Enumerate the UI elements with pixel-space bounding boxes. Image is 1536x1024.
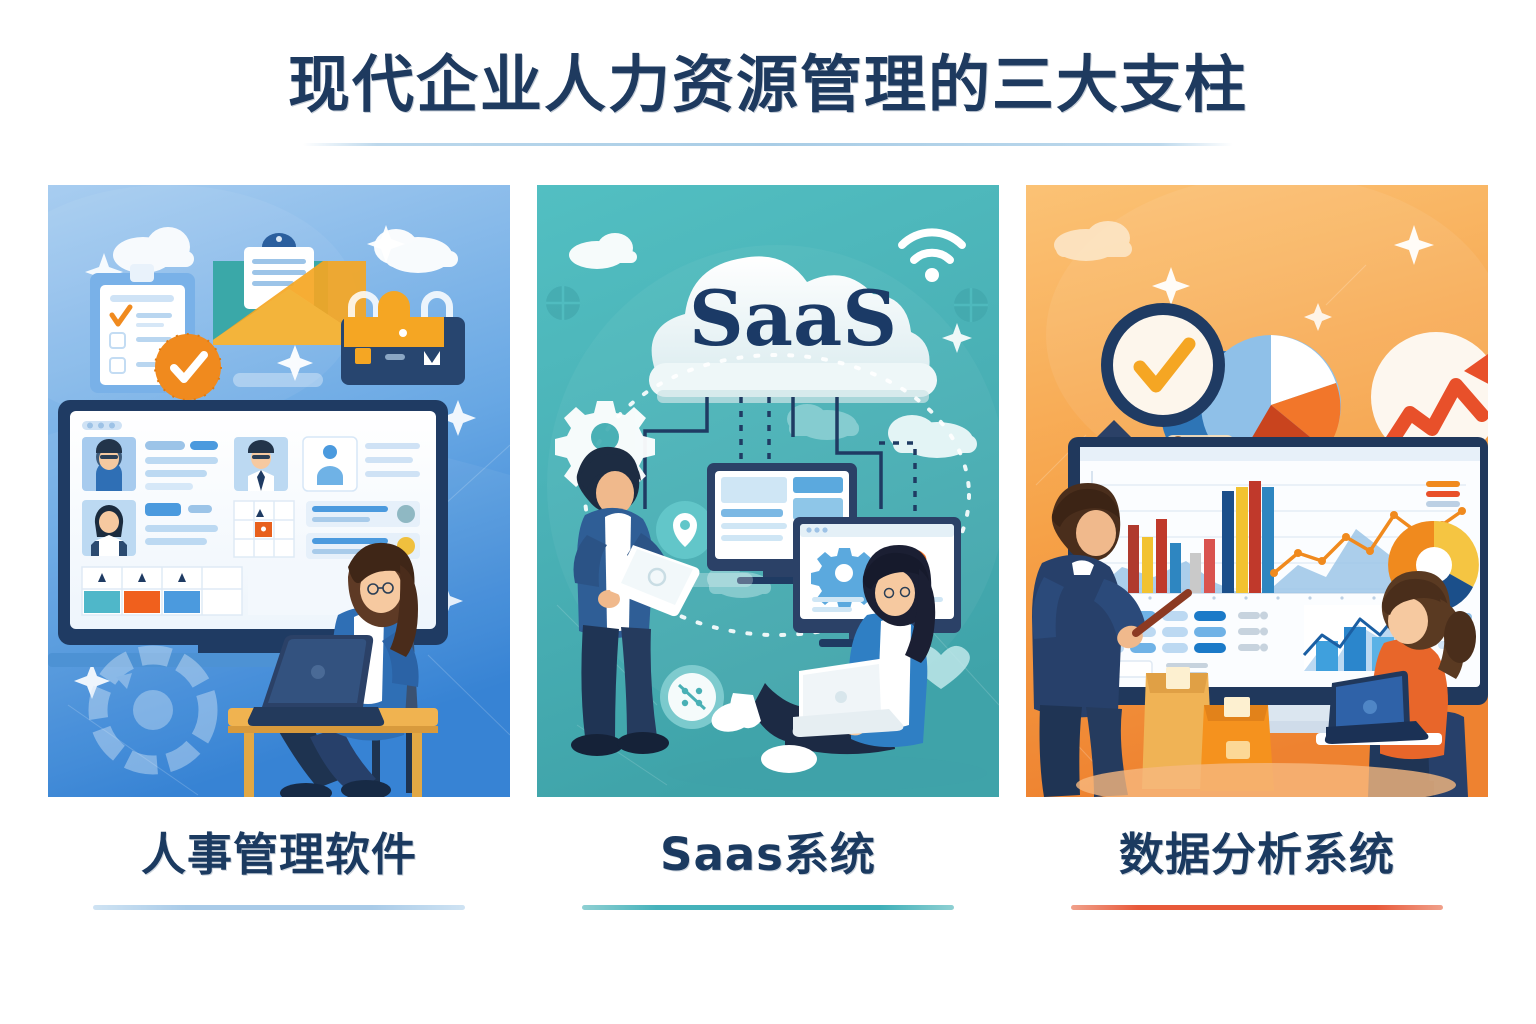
briefcase-icon xyxy=(341,291,465,385)
avatar-tile xyxy=(302,436,420,492)
caption-saas-system-label: Saas系统 xyxy=(660,828,876,881)
caption-saas-system: Saas系统 xyxy=(537,818,999,938)
employee-card-3 xyxy=(82,500,218,556)
caption-hr-software-label: 人事管理软件 xyxy=(140,828,417,881)
laptop-device xyxy=(792,658,904,737)
standing-man xyxy=(571,446,700,756)
pin-icon xyxy=(656,501,714,559)
cloud-icon xyxy=(569,233,637,269)
trend-arrow-icon xyxy=(1371,332,1488,462)
caption-hr-software: 人事管理软件 xyxy=(48,818,510,938)
cloud-icon xyxy=(787,404,859,440)
progress-row-1 xyxy=(306,501,420,527)
saas-cloud: SaaS xyxy=(649,256,937,403)
caption-data-analytics-label: 数据分析系统 xyxy=(1118,828,1395,881)
bar-chart xyxy=(1128,481,1274,593)
legend-rows xyxy=(1426,481,1460,507)
data-analytics-illustration xyxy=(1026,185,1488,797)
caption-row: 人事管理软件 Saas系统 数据分析系统 xyxy=(0,818,1536,938)
sparkle-icon xyxy=(1152,225,1434,331)
cloud-icon xyxy=(113,227,194,273)
settings-bubble-icon xyxy=(660,665,724,729)
cloud-icon xyxy=(1054,221,1132,261)
header: 现代企业人力资源管理的三大支柱 xyxy=(0,0,1536,147)
connector-lines xyxy=(643,397,883,509)
saas-cloud-label: SaaS xyxy=(689,274,897,363)
sparkle-icon xyxy=(942,323,972,353)
employee-workstation xyxy=(228,542,438,797)
hr-software-illustration xyxy=(48,185,510,797)
panel-hr-software-background xyxy=(48,185,510,797)
caption-data-analytics-underline xyxy=(1071,905,1443,910)
magnifier-check-icon xyxy=(1083,303,1225,477)
wifi-icon xyxy=(898,228,966,264)
caption-data-analytics: 数据分析系统 xyxy=(1026,818,1488,938)
panel-data-analytics-background xyxy=(1026,185,1488,797)
wifi-dot-icon xyxy=(925,268,939,282)
caption-hr-software-underline xyxy=(93,905,465,910)
window-controls xyxy=(82,421,122,430)
globe-icon xyxy=(546,286,580,320)
globe-icon xyxy=(954,288,988,322)
gauge-icon xyxy=(88,645,218,775)
saas-illustration: SaaS xyxy=(537,185,999,797)
employee-card-1 xyxy=(82,437,218,491)
tablet-device xyxy=(610,545,700,617)
page-title: 现代企业人力资源管理的三大支柱 xyxy=(287,48,1248,121)
panel-data-analytics[interactable] xyxy=(1026,185,1488,797)
cloud-icon xyxy=(888,415,977,458)
caption-saas-system-underline xyxy=(582,905,954,910)
envelope-document-icon xyxy=(213,233,366,345)
panel-hr-software[interactable] xyxy=(48,185,510,797)
heart-icon xyxy=(912,645,970,689)
gear-icon xyxy=(811,548,878,609)
seated-woman xyxy=(667,545,987,791)
pointer-stick xyxy=(1132,589,1192,637)
laptop-device xyxy=(1324,670,1429,744)
panel-saas-system[interactable]: SaaS xyxy=(537,185,999,797)
employee-card-2 xyxy=(234,437,288,491)
check-badge-icon xyxy=(154,333,222,401)
status-strip xyxy=(81,566,420,616)
panel-row: SaaS xyxy=(0,185,1536,797)
orbit-path xyxy=(583,353,971,637)
title-divider xyxy=(303,143,1233,147)
panel-saas-background: SaaS xyxy=(537,185,999,797)
presenter-man xyxy=(1032,483,1192,797)
calendar-grid xyxy=(233,500,295,558)
